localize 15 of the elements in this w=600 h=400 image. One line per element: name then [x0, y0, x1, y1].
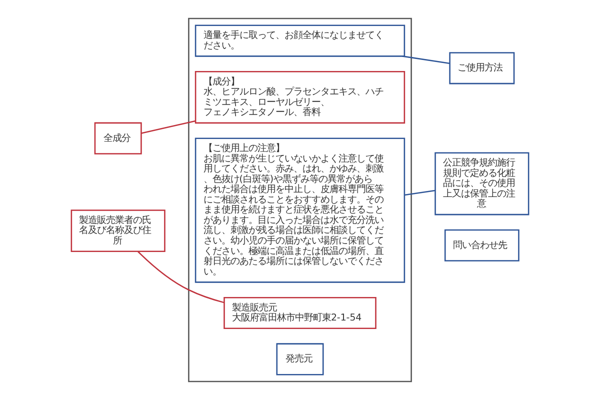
node-box: 適量を手に取って、お顔全体になじませてください。 [194, 24, 406, 57]
node-box: 問い合わせ先 [444, 229, 520, 262]
cluster [188, 18, 412, 382]
connector [141, 120, 196, 134]
node-box: 全成分 [94, 122, 142, 154]
connector [404, 190, 436, 196]
node-box: 【ご使用上の注意】 お肌に異常が生じていないかよく注意して使用してください。赤み、はれ、かゆみ、刺激、色抜け(白斑等)や黒ずみ等の異常があらわれた場合は使用を中止し、皮膚科専門医等にご相談されることをおすすめします。そのまま使用を続けますと症状を悪化させることがあります。目に入った場合は水で充分洗い流し、刺激が残る場合は医師に相談してください。幼小児の手の届かない場所に保管してください。極端に高温または低温の場所、直射日光のあたる場所には保管しないでください。 [194, 138, 406, 283]
node-box: 公正競争規約施行規則で定める化粧品には、その使用上又は保管上の注意 [434, 152, 530, 216]
connector [138, 251, 224, 304]
node-box: 【成分】 水、ヒアルロン酸、プラセンタエキス、ハチミツエキス、ローヤルゼリー、 フェノキシエタノール、香料 [194, 70, 406, 124]
node-box: 製造販売業者の氏名及び名称及び住所 [70, 210, 166, 252]
node-box: 発売元 [276, 343, 324, 376]
node-box: 製造販売元 大阪府富田林市中野町東2-1-54 [224, 296, 376, 330]
node-box: ご使用方法 [449, 52, 515, 84]
connector [402, 56, 450, 64]
